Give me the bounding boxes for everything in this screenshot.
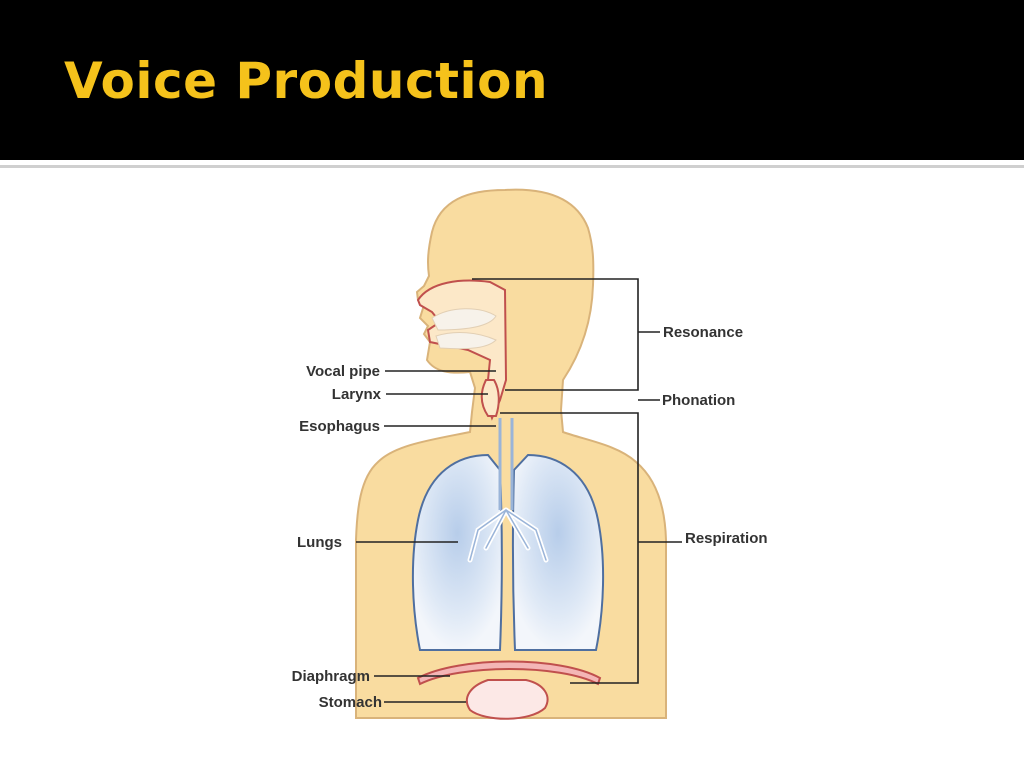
label-diaphragm: Diaphragm bbox=[292, 668, 370, 685]
palate bbox=[435, 332, 497, 350]
tongue bbox=[431, 308, 497, 331]
bronchi-outline bbox=[469, 509, 547, 561]
title-divider bbox=[0, 165, 1024, 168]
stomach-shape bbox=[465, 679, 549, 720]
label-resonance: Resonance bbox=[663, 324, 743, 341]
label-stomach: Stomach bbox=[319, 694, 382, 711]
diaphragm-shape bbox=[416, 660, 602, 686]
left-leader-lines bbox=[356, 370, 496, 703]
slide-title: Voice Production bbox=[64, 52, 549, 110]
right-brackets bbox=[472, 278, 682, 684]
label-larynx: Larynx bbox=[332, 386, 382, 403]
larynx-shape bbox=[480, 379, 500, 417]
label-esophagus: Esophagus bbox=[299, 418, 380, 435]
trachea bbox=[498, 418, 514, 510]
left-lung bbox=[411, 453, 503, 651]
title-bar: Voice Production bbox=[0, 0, 1024, 160]
label-lungs: Lungs bbox=[297, 534, 342, 551]
label-phonation: Phonation bbox=[662, 392, 735, 409]
label-respiration: Respiration bbox=[685, 530, 768, 547]
label-vocal-pipe: Vocal pipe bbox=[306, 363, 380, 380]
right-lung bbox=[511, 453, 605, 651]
